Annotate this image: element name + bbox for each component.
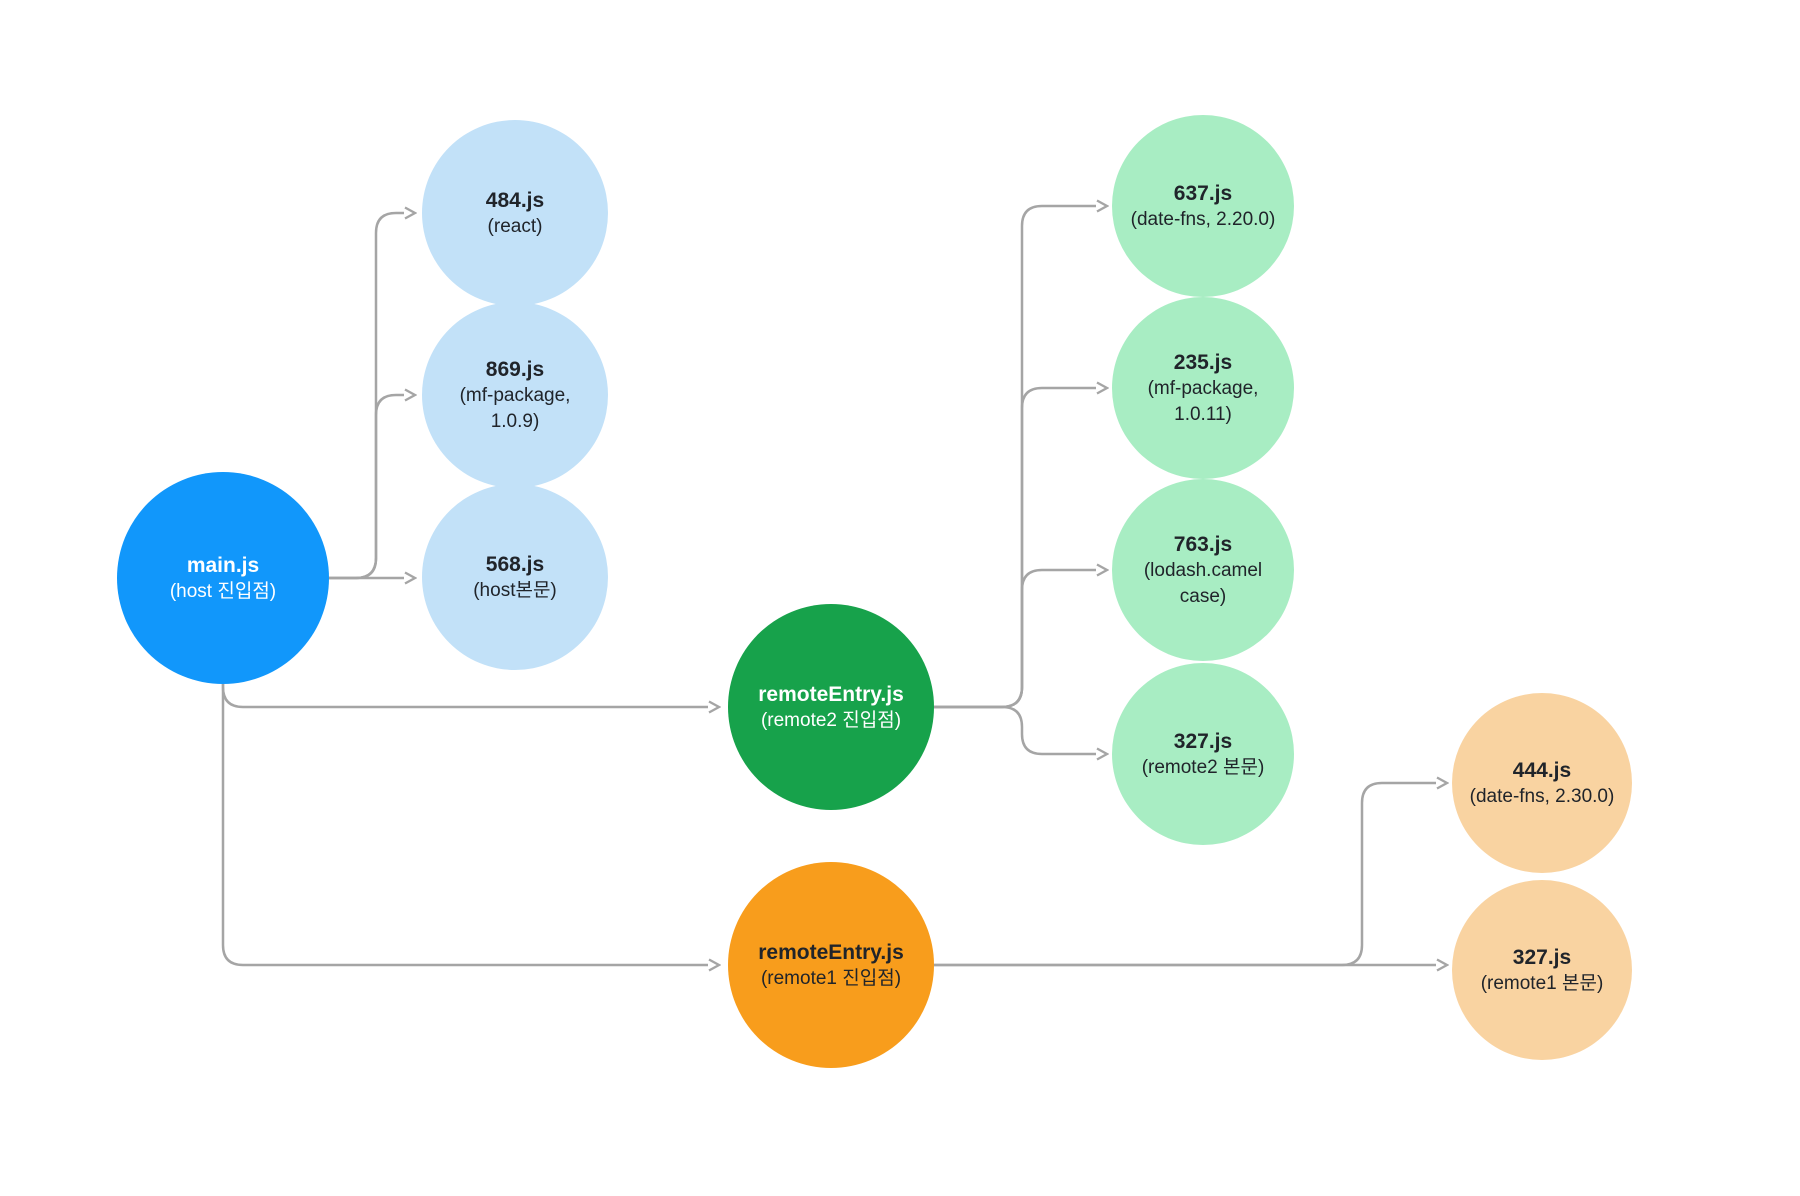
node-chunk-327-remote1: 327.js (remote1 본문) bbox=[1452, 880, 1632, 1060]
node-remote1-entry: remoteEntry.js (remote1 진입점) bbox=[728, 862, 934, 1068]
node-subtitle: (remote1 본문) bbox=[1480, 972, 1604, 994]
node-subtitle: (remote2 본문) bbox=[1141, 756, 1265, 778]
node-subtitle: (date-fns, 2.30.0) bbox=[1469, 785, 1615, 807]
edge-remote2-to-235 bbox=[934, 388, 1096, 709]
node-title: 869.js bbox=[485, 357, 545, 381]
node-chunk-484: 484.js (react) bbox=[422, 120, 608, 306]
node-subtitle: (remote1 진입점) bbox=[760, 967, 902, 989]
node-subtitle: (react) bbox=[487, 215, 543, 237]
node-subtitle: (lodash.camel case) bbox=[1143, 559, 1263, 607]
node-title: 484.js bbox=[485, 188, 545, 212]
node-chunk-235: 235.js (mf-package, 1.0.11) bbox=[1112, 297, 1294, 479]
node-title: 327.js bbox=[1512, 945, 1572, 969]
node-subtitle: (host 진입점) bbox=[169, 580, 277, 602]
edge-main-to-869 bbox=[329, 395, 404, 580]
edge-main-to-remote1 bbox=[221, 684, 708, 965]
node-subtitle: (date-fns, 2.20.0) bbox=[1130, 208, 1276, 230]
node-title: remoteEntry.js bbox=[758, 940, 904, 964]
node-title: 235.js bbox=[1173, 350, 1233, 374]
node-chunk-444: 444.js (date-fns, 2.30.0) bbox=[1452, 693, 1632, 873]
node-title: main.js bbox=[186, 553, 260, 577]
node-title: 763.js bbox=[1173, 532, 1233, 556]
node-chunk-869: 869.js (mf-package, 1.0.9) bbox=[422, 302, 608, 488]
node-subtitle: (mf-package, 1.0.9) bbox=[459, 384, 571, 432]
node-chunk-637: 637.js (date-fns, 2.20.0) bbox=[1112, 115, 1294, 297]
edge-remote2-to-637 bbox=[934, 206, 1096, 709]
node-subtitle: (host본문) bbox=[473, 579, 557, 601]
node-chunk-763: 763.js (lodash.camel case) bbox=[1112, 479, 1294, 661]
node-subtitle: (mf-package, 1.0.11) bbox=[1147, 377, 1259, 425]
node-title: remoteEntry.js bbox=[758, 682, 904, 706]
node-chunk-568: 568.js (host본문) bbox=[422, 484, 608, 670]
edge-main-to-remote2 bbox=[221, 684, 708, 707]
node-main-js: main.js (host 진입점) bbox=[117, 472, 329, 684]
node-title: 637.js bbox=[1173, 181, 1233, 205]
node-chunk-327-remote2: 327.js (remote2 본문) bbox=[1112, 663, 1294, 845]
edge-remote2-to-763 bbox=[934, 570, 1096, 709]
node-remote2-entry: remoteEntry.js (remote2 진입점) bbox=[728, 604, 934, 810]
node-title: 327.js bbox=[1173, 729, 1233, 753]
node-subtitle: (remote2 진입점) bbox=[760, 709, 902, 731]
node-title: 568.js bbox=[485, 552, 545, 576]
node-title: 444.js bbox=[1512, 758, 1572, 782]
edge-remote2-to-327 bbox=[934, 705, 1096, 754]
